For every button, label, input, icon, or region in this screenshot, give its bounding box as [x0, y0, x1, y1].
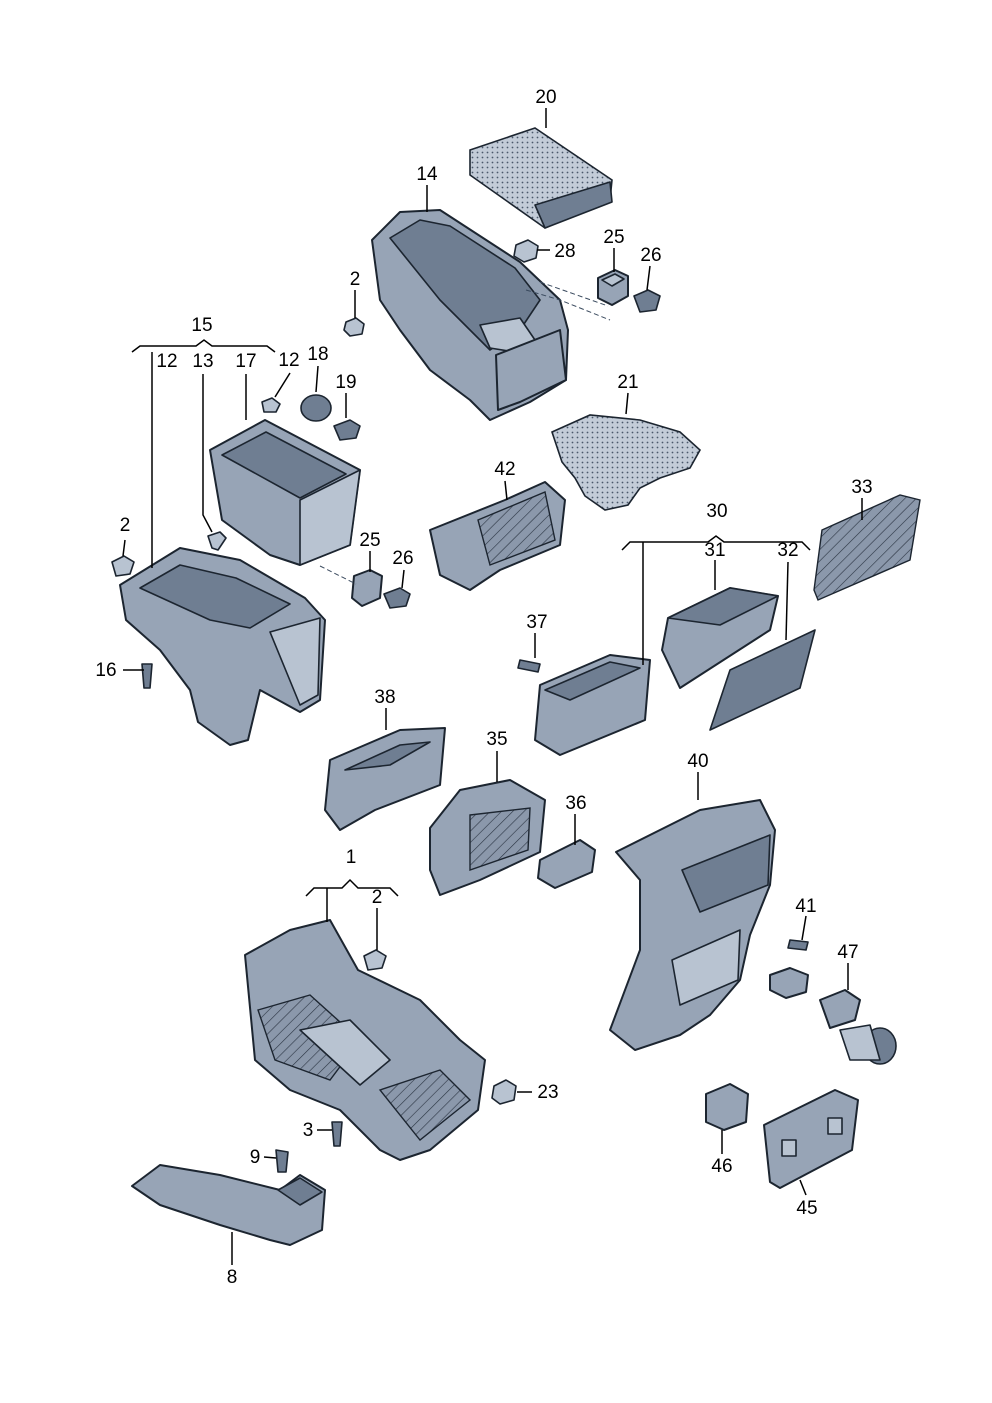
callout-13: 13 [192, 351, 213, 372]
callout-2-lower: 2 [372, 887, 383, 908]
part-15-front-frame [119, 547, 326, 746]
callout-35: 35 [486, 729, 507, 750]
part-14-console-housing [371, 209, 569, 421]
callout-8: 8 [227, 1267, 238, 1288]
callout-12-left: 12 [156, 351, 177, 372]
part-31-compartment [661, 587, 779, 689]
callout-3: 3 [303, 1120, 314, 1141]
part-32-mat [709, 629, 816, 731]
part-33-panel [813, 494, 921, 601]
callout-labels: 20 14 28 25 26 2 21 15 12 13 17 12 18 19… [95, 87, 872, 1288]
callout-36: 36 [565, 793, 586, 814]
callout-26-upper: 26 [640, 245, 661, 266]
callout-45: 45 [796, 1198, 817, 1219]
part-19-cap [333, 419, 361, 441]
callout-9: 9 [250, 1147, 261, 1168]
callout-37: 37 [526, 612, 547, 633]
callout-23: 23 [537, 1082, 558, 1103]
part-2-clip-mid [111, 555, 135, 577]
part-45-switch-panel [763, 1089, 859, 1189]
callout-2-upper: 2 [350, 269, 361, 290]
part-30-ashtray [534, 654, 651, 756]
callout-32: 32 [777, 540, 798, 561]
part-20-lid-insert [469, 127, 613, 229]
callout-19: 19 [335, 372, 356, 393]
part-12-clip-a [261, 397, 281, 413]
part-42-air-vent [429, 481, 566, 591]
callout-28: 28 [554, 241, 575, 262]
leader-lines [122, 108, 863, 1265]
part-1-lower-console [244, 919, 486, 1161]
callout-33: 33 [851, 477, 872, 498]
callout-18: 18 [307, 344, 328, 365]
part-3-screw [331, 1121, 343, 1147]
part-9-screw [275, 1149, 289, 1173]
callout-42: 42 [494, 459, 515, 480]
callout-2-mid: 2 [120, 515, 131, 536]
part-26-cap-upper [633, 289, 661, 313]
callout-20: 20 [535, 87, 556, 108]
callout-38: 38 [374, 687, 395, 708]
callout-12-right: 12 [278, 350, 299, 371]
callout-15: 15 [191, 315, 212, 336]
part-25-switch-upper [597, 269, 629, 306]
part-18-round-cover [300, 394, 332, 422]
callout-26-mid: 26 [392, 548, 413, 569]
part-38-storage-box [324, 727, 446, 831]
part-36-switch [537, 839, 596, 889]
callout-47: 47 [837, 942, 858, 963]
part-17-storage-bin [209, 419, 361, 566]
callout-31: 31 [704, 540, 725, 561]
callout-30: 30 [706, 501, 727, 522]
part-28-nut [513, 239, 539, 263]
part-37-screw [517, 659, 541, 673]
callout-21: 21 [617, 372, 638, 393]
part-40-rear-panel [609, 799, 776, 1051]
callout-41: 41 [795, 896, 816, 917]
callout-14: 14 [416, 164, 438, 185]
callout-16: 16 [95, 660, 116, 681]
part-8-air-duct [131, 1164, 326, 1246]
part-21-mat [551, 414, 702, 511]
part-46-switch [705, 1083, 749, 1131]
callout-25-mid: 25 [359, 530, 380, 551]
part-23-nut [491, 1079, 517, 1105]
callout-17: 17 [235, 351, 256, 372]
part-25-switch-mid [351, 569, 383, 607]
part-2-clip-upper [343, 317, 365, 337]
callout-1: 1 [346, 847, 357, 868]
callout-25-upper: 25 [603, 227, 624, 248]
part-13-plug [207, 531, 227, 551]
part-35-holder [429, 779, 546, 896]
part-47-power-socket [769, 967, 897, 1065]
callout-46: 46 [711, 1156, 732, 1177]
part-2-clip-lower [363, 949, 387, 971]
part-41-screw [787, 939, 809, 951]
part-26-cap-mid [383, 587, 411, 609]
part-16-screw [141, 663, 153, 689]
callout-40: 40 [687, 751, 708, 772]
